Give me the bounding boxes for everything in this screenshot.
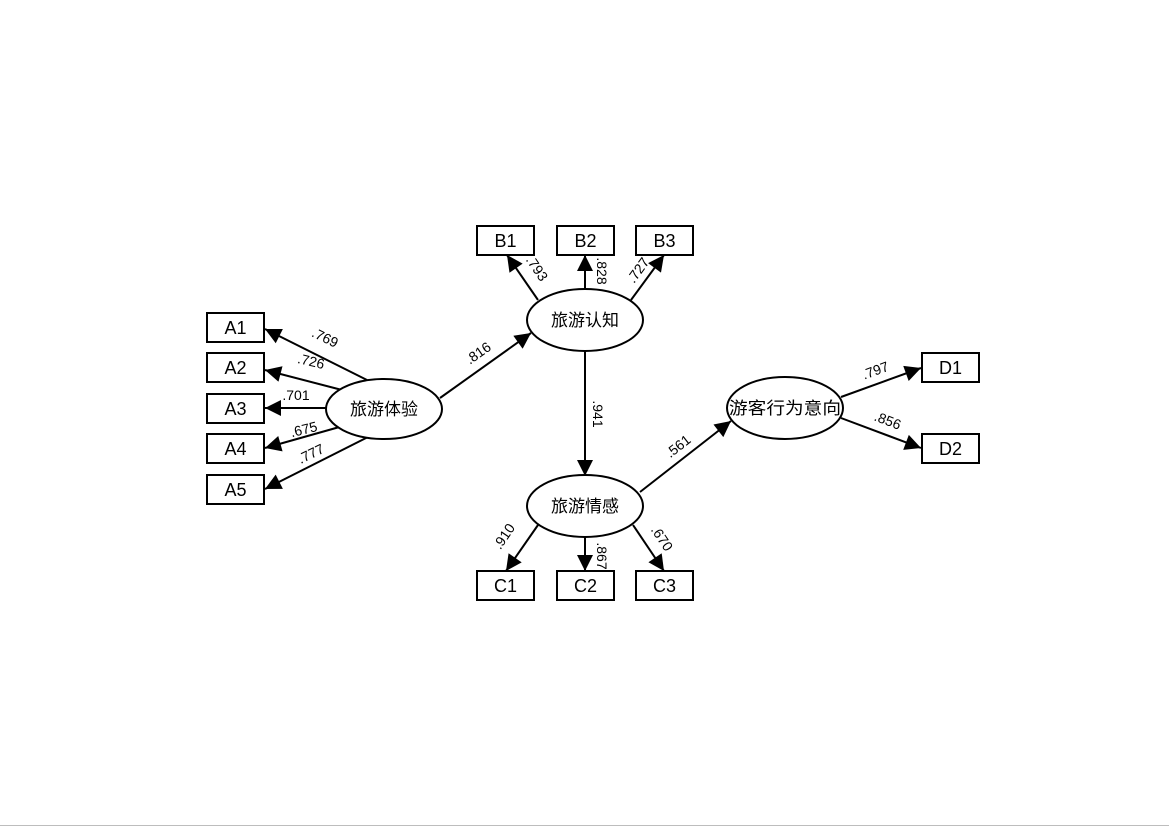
observed-A2: A2 bbox=[206, 352, 265, 383]
observed-C1-label: C1 bbox=[494, 576, 517, 596]
coef-emotion-C3: .670 bbox=[648, 522, 677, 554]
edge-cognition-B1 bbox=[506, 254, 539, 301]
latent-intention-label: 游客行为意向 bbox=[729, 399, 841, 419]
observed-B2-label: B2 bbox=[574, 231, 596, 251]
observed-A2-label: A2 bbox=[224, 358, 246, 378]
coef-cognition-B1: .793 bbox=[523, 252, 552, 284]
latent-experience: 旅游体验 bbox=[325, 378, 443, 440]
coef-intention-D1: .797 bbox=[860, 358, 891, 382]
edge-intention-D2 bbox=[840, 417, 922, 450]
edge-intention-D1 bbox=[840, 365, 922, 398]
coef-experience-A2: .726 bbox=[296, 350, 326, 372]
edge-emotion-C1 bbox=[505, 524, 539, 572]
latent-cognition: 旅游认知 bbox=[526, 288, 644, 352]
coef-emotion-C2: .867 bbox=[594, 542, 610, 569]
coef-emotion-intention: .561 bbox=[662, 431, 693, 461]
edge-experience-A2 bbox=[264, 366, 343, 391]
observed-C3: C3 bbox=[635, 570, 694, 601]
observed-A3-label: A3 bbox=[224, 399, 246, 419]
coef-cognition-B3: .727 bbox=[623, 254, 652, 286]
observed-B3: B3 bbox=[635, 225, 694, 256]
observed-B1: B1 bbox=[476, 225, 535, 256]
observed-A4-label: A4 bbox=[224, 439, 246, 459]
observed-D2-label: D2 bbox=[939, 439, 962, 459]
observed-C2-label: C2 bbox=[574, 576, 597, 596]
observed-D1: D1 bbox=[921, 352, 980, 383]
bottom-divider bbox=[0, 825, 1169, 826]
edge-experience-A4 bbox=[264, 425, 344, 452]
observed-A5-label: A5 bbox=[224, 480, 246, 500]
observed-A4: A4 bbox=[206, 433, 265, 464]
observed-C1: C1 bbox=[476, 570, 535, 601]
latent-emotion-label: 旅游情感 bbox=[551, 497, 619, 517]
path-experience-cognition bbox=[439, 332, 532, 399]
coef-experience-A5: .777 bbox=[295, 440, 327, 466]
observed-A1: A1 bbox=[206, 312, 265, 343]
observed-D1-label: D1 bbox=[939, 358, 962, 378]
observed-C2: C2 bbox=[556, 570, 615, 601]
observed-B1-label: B1 bbox=[494, 231, 516, 251]
coef-intention-D2: .856 bbox=[872, 408, 903, 433]
observed-C3-label: C3 bbox=[653, 576, 676, 596]
coef-experience-A4: .675 bbox=[289, 418, 320, 440]
latent-intention: 游客行为意向 bbox=[726, 376, 844, 440]
latent-experience-label: 旅游体验 bbox=[350, 400, 418, 420]
observed-B3-label: B3 bbox=[653, 231, 675, 251]
coef-experience-A1: .769 bbox=[309, 324, 341, 350]
observed-D2: D2 bbox=[921, 433, 980, 464]
observed-B2: B2 bbox=[556, 225, 615, 256]
observed-A3: A3 bbox=[206, 393, 265, 424]
observed-A1-label: A1 bbox=[224, 318, 246, 338]
edge-emotion-C3 bbox=[632, 524, 665, 572]
latent-emotion: 旅游情感 bbox=[526, 474, 644, 538]
observed-A5: A5 bbox=[206, 474, 265, 505]
latent-cognition-label: 旅游认知 bbox=[551, 311, 619, 331]
coef-cognition-B2: .828 bbox=[594, 257, 610, 284]
coef-cognition-emotion: .941 bbox=[590, 400, 606, 427]
coef-experience-A3: .701 bbox=[282, 387, 309, 403]
edge-experience-A1 bbox=[264, 328, 368, 381]
edge-experience-A5 bbox=[264, 436, 369, 490]
coef-emotion-C1: .910 bbox=[490, 520, 519, 552]
edge-cognition-B3 bbox=[630, 254, 665, 301]
path-emotion-intention bbox=[639, 420, 732, 493]
